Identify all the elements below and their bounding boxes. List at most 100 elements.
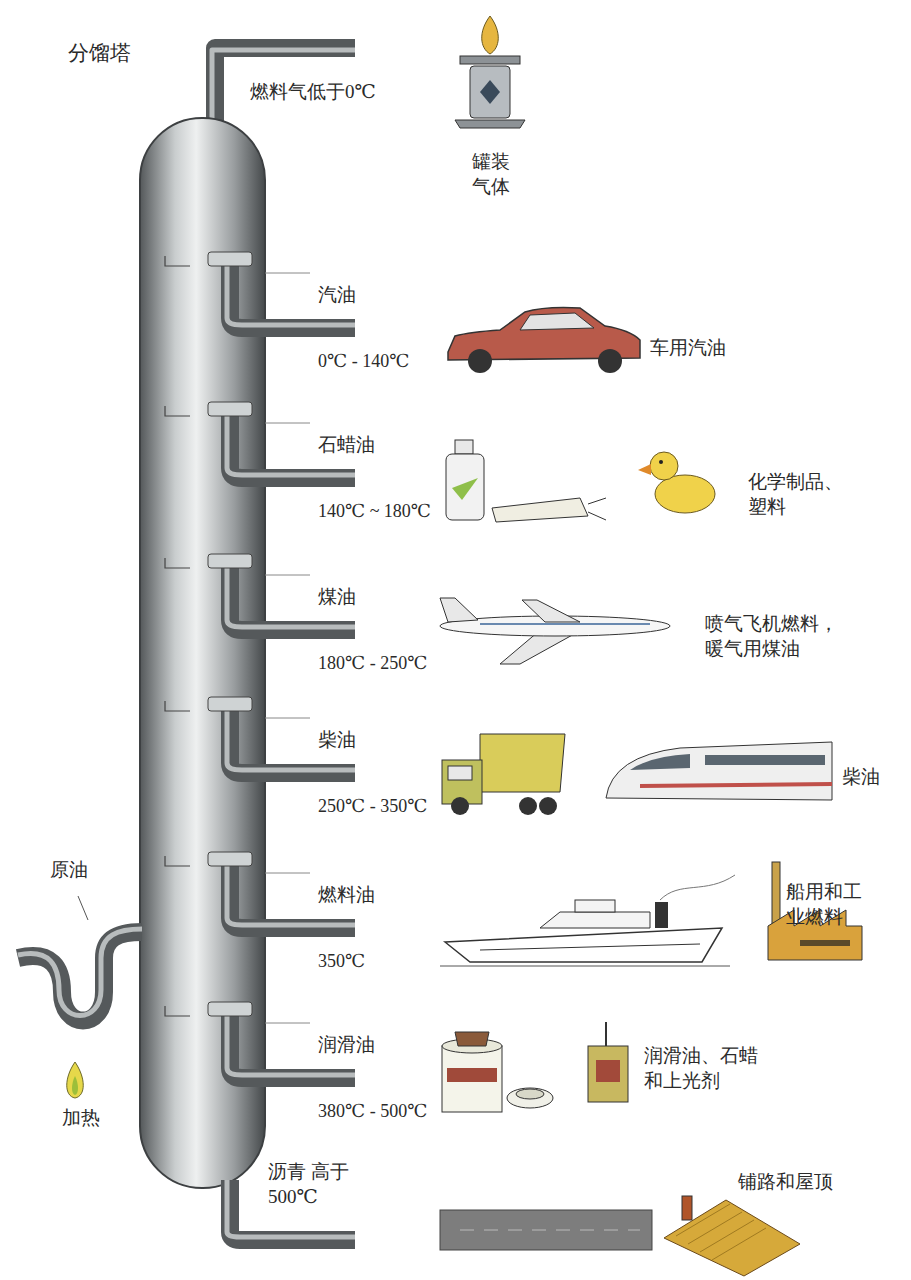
car-icon (448, 308, 640, 374)
ship-icon-part (540, 912, 650, 928)
truck-icon-part (451, 797, 469, 815)
part-label: 煤油 (318, 585, 356, 610)
crude-oil-pipe-part (18, 929, 142, 1016)
part-label: 汽油 (318, 283, 356, 308)
tray-line (265, 873, 310, 874)
road-house-icon-part (460, 1230, 640, 1231)
column-body (140, 118, 265, 1188)
pipe (230, 568, 355, 630)
ship-icon-part (445, 928, 722, 962)
ship-icon-part (655, 902, 668, 928)
lubricant-icon-part (447, 1068, 497, 1082)
gas-canister-icon-part (460, 56, 520, 64)
gas-canister-icon-part (482, 16, 499, 54)
crude-oil-pipe-part (18, 932, 142, 1021)
lubricant-icon-part (516, 1089, 544, 1099)
plastic-products-icon-part (655, 475, 715, 513)
side-pipe (165, 697, 355, 773)
lubricant-icon-part (442, 1046, 502, 1112)
tray-mark (165, 256, 190, 266)
ship-icon (440, 875, 735, 966)
pipe (230, 266, 355, 328)
train-icon-part (705, 755, 825, 765)
ship-icon-part (480, 944, 700, 950)
bubble-cap (208, 554, 252, 568)
bubble-cap (208, 697, 252, 711)
tray-mark (165, 558, 190, 568)
part-label: 350℃ (318, 950, 365, 973)
airplane-icon-part (440, 598, 478, 622)
truck-icon-part (448, 766, 472, 780)
crude-oil-pipe (18, 896, 142, 1021)
truck-icon-part (519, 797, 537, 815)
factory-icon-part (800, 940, 850, 946)
plastic-products-icon (446, 440, 715, 522)
bubble-cap (208, 1002, 252, 1016)
truck-icon-part (480, 734, 565, 792)
lubricant-icon-part (507, 1088, 553, 1108)
tray-mark (165, 701, 190, 711)
tray-line (265, 423, 310, 424)
tray-mark (165, 1006, 190, 1016)
bubble-cap (208, 402, 252, 416)
road-house-icon (440, 1196, 800, 1276)
part-label: 润滑油、石蜡 和上光剂 (644, 1044, 770, 1093)
lubricant-icon (442, 1022, 628, 1112)
car-icon-part (520, 313, 594, 330)
bubble-cap (208, 252, 252, 266)
airplane-icon-part (480, 623, 650, 625)
plastic-products-icon-part (659, 460, 663, 464)
road-house-icon-part (682, 1196, 692, 1220)
plastic-products-icon-part (446, 454, 484, 520)
lubricant-icon-part (455, 1032, 489, 1046)
flame-icon-part (67, 1062, 84, 1098)
pipe-highlight (227, 266, 355, 325)
plastic-products-icon-part (650, 452, 678, 480)
part-label: 铺路和屋顶 (738, 1170, 833, 1195)
lubricant-icon-part (596, 1060, 620, 1082)
plastic-products-icon-part (638, 464, 651, 475)
train-icon (606, 742, 832, 800)
diagram-title: 分馏塔 (68, 40, 131, 67)
factory-icon-part (772, 862, 780, 928)
airplane-icon-part (522, 600, 580, 622)
train-icon-part (640, 784, 832, 786)
part-label: 柴油 (318, 728, 356, 753)
tray-mark (165, 406, 190, 416)
car-icon-part (598, 349, 622, 373)
ship-icon-part (660, 875, 735, 900)
truck-icon (442, 734, 565, 815)
part-label: 燃料气低于0℃ (250, 80, 376, 105)
road-house-icon-part (676, 1204, 766, 1260)
gas-canister-icon-part (470, 66, 510, 118)
plastic-products-icon-part (452, 478, 478, 500)
pipe-highlight (227, 568, 355, 627)
pipe-highlight (227, 711, 355, 770)
part-label: 0℃ - 140℃ (318, 350, 409, 373)
part-label: 喷气飞机燃料， 暖气用煤油 (705, 612, 847, 661)
ship-icon-part (575, 900, 615, 912)
train-icon-part (630, 754, 690, 770)
part-label: 加热 (62, 1106, 100, 1131)
flame-icon-part (72, 1076, 78, 1095)
part-label: 沥青 高于500℃ (268, 1160, 368, 1209)
part-label: 船用和工 业燃料 (786, 880, 870, 929)
flame-icon (67, 1062, 84, 1098)
road-house-icon-part (664, 1200, 800, 1276)
airplane-icon (440, 598, 670, 664)
ship-icon-part (440, 966, 730, 967)
tray-line (265, 575, 310, 576)
part-label: 380℃ - 500℃ (318, 1100, 427, 1123)
tray-line (265, 1023, 310, 1024)
gas-canister-icon (455, 16, 525, 128)
part-label: 罐装 气体 (472, 150, 514, 199)
part-label: 180℃ - 250℃ (318, 652, 427, 675)
bubble-cap (208, 852, 252, 866)
leader-line (78, 896, 88, 920)
gas-canister-icon-part (480, 80, 500, 104)
gas-canister-icon-part (455, 120, 525, 128)
tray-line (265, 718, 310, 719)
train-icon-part (606, 742, 832, 800)
plastic-products-icon-part (492, 498, 588, 522)
